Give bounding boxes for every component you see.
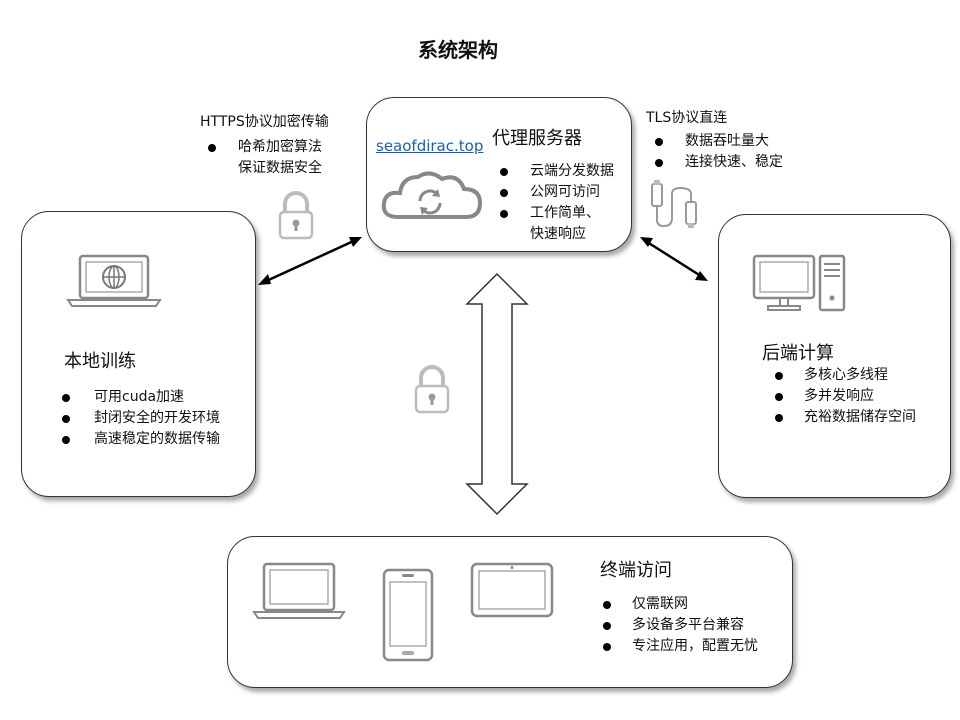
bullet-icon [603,601,611,609]
bullet-icon [500,210,508,218]
list-item: 仅需联网 [603,594,758,615]
desktop-computer-icon [752,254,846,312]
list-item: 哈希加密算法 [208,137,322,158]
bullet-icon [603,643,611,651]
list-item: 连接快速、稳定 [655,152,783,173]
bullet-icon [500,168,508,176]
tablet-icon [470,562,554,618]
proxy-link[interactable]: seaofdirac.top [376,137,484,155]
list-item: 高速稳定的数据传输 [62,429,220,450]
local-list: 可用cuda加速 封闭安全的开发环境 高速稳定的数据传输 [62,387,220,450]
list-item: 公网可访问 [500,182,614,203]
bullet-icon [500,189,508,197]
lock-icon [278,191,314,240]
double-arrow-proxy-terminal [465,272,529,516]
list-item: 多核心多线程 [775,365,916,386]
bullet-icon [62,415,70,423]
bullet-icon [775,372,783,380]
list-item: 数据吞吐量大 [655,131,783,152]
list-item: 专注应用，配置无忧 [603,636,758,657]
page-title: 系统架构 [418,38,498,62]
list-item: 充裕数据储存空间 [775,407,916,428]
lock-icon [414,365,450,414]
list-item: 多并发响应 [775,386,916,407]
tls-list: 数据吞吐量大 连接快速、稳定 [655,131,783,173]
bullet-icon [603,622,611,630]
list-item: 多设备多平台兼容 [603,615,758,636]
https-list: 哈希加密算法 保证数据安全 [208,137,322,179]
backend-heading: 后端计算 [762,343,834,364]
laptop-globe-icon [66,254,162,307]
local-heading: 本地训练 [64,351,136,372]
https-label: HTTPS协议加密传输 [200,114,329,130]
tls-label: TLS协议直连 [646,110,728,126]
terminal-list: 仅需联网 多设备多平台兼容 专注应用，配置无忧 [603,594,758,657]
list-item: 封闭安全的开发环境 [62,408,220,429]
bullet-icon [208,144,216,152]
bullet-icon [775,414,783,422]
proxy-heading: 代理服务器 [492,128,582,149]
terminal-heading: 终端访问 [600,560,672,581]
bullet-icon [62,394,70,402]
proxy-list: 云端分发数据 公网可访问 工作简单、 快速响应 [500,161,614,245]
list-item: 保证数据安全 [238,160,322,176]
proxy-server-box [366,97,632,252]
laptop-icon [252,562,346,619]
bullet-icon [655,159,663,167]
bullet-icon [62,436,70,444]
list-item: 快速响应 [530,226,586,242]
list-item: 云端分发数据 [500,161,614,182]
backend-list: 多核心多线程 多并发响应 充裕数据储存空间 [775,365,916,428]
cable-icon [651,180,697,228]
phone-icon [382,568,434,662]
bullet-icon [655,138,663,146]
cloud-sync-icon [381,171,483,219]
bullet-icon [775,393,783,401]
list-item: 可用cuda加速 [62,387,220,408]
list-item: 工作简单、 [500,203,614,224]
